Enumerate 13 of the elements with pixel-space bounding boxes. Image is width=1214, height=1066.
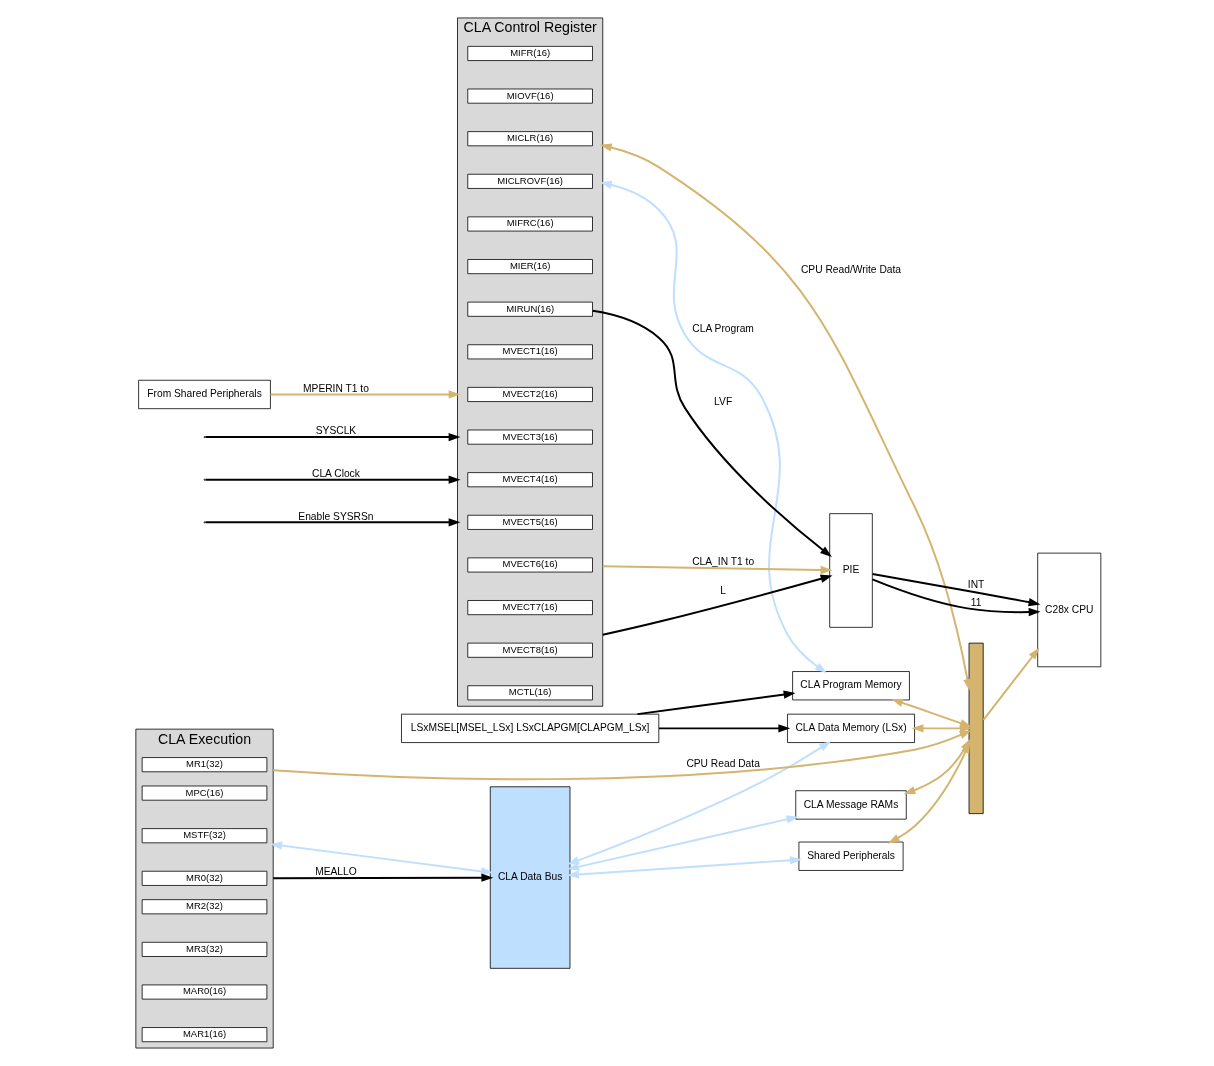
edge-label: CPU Read Data: [686, 757, 760, 769]
edge-label: 11: [970, 596, 982, 608]
edge-label: CPU Read/Write Data: [800, 264, 902, 276]
edge-label: MEALLO: [315, 865, 357, 877]
edge-label: INT: [967, 579, 985, 591]
edge-label: MPERIN T1 to: [303, 382, 369, 394]
edge-label: SYSCLK: [315, 425, 357, 437]
edge-label: L: [720, 584, 726, 596]
edge-label: CLA Clock: [312, 467, 360, 479]
edge-label: LVF: [714, 396, 733, 408]
edge-label: Enable SYSRSn: [298, 510, 374, 522]
edge-label: CLA Program: [692, 322, 754, 334]
edge-label: CLA_IN T1 to: [692, 556, 755, 568]
